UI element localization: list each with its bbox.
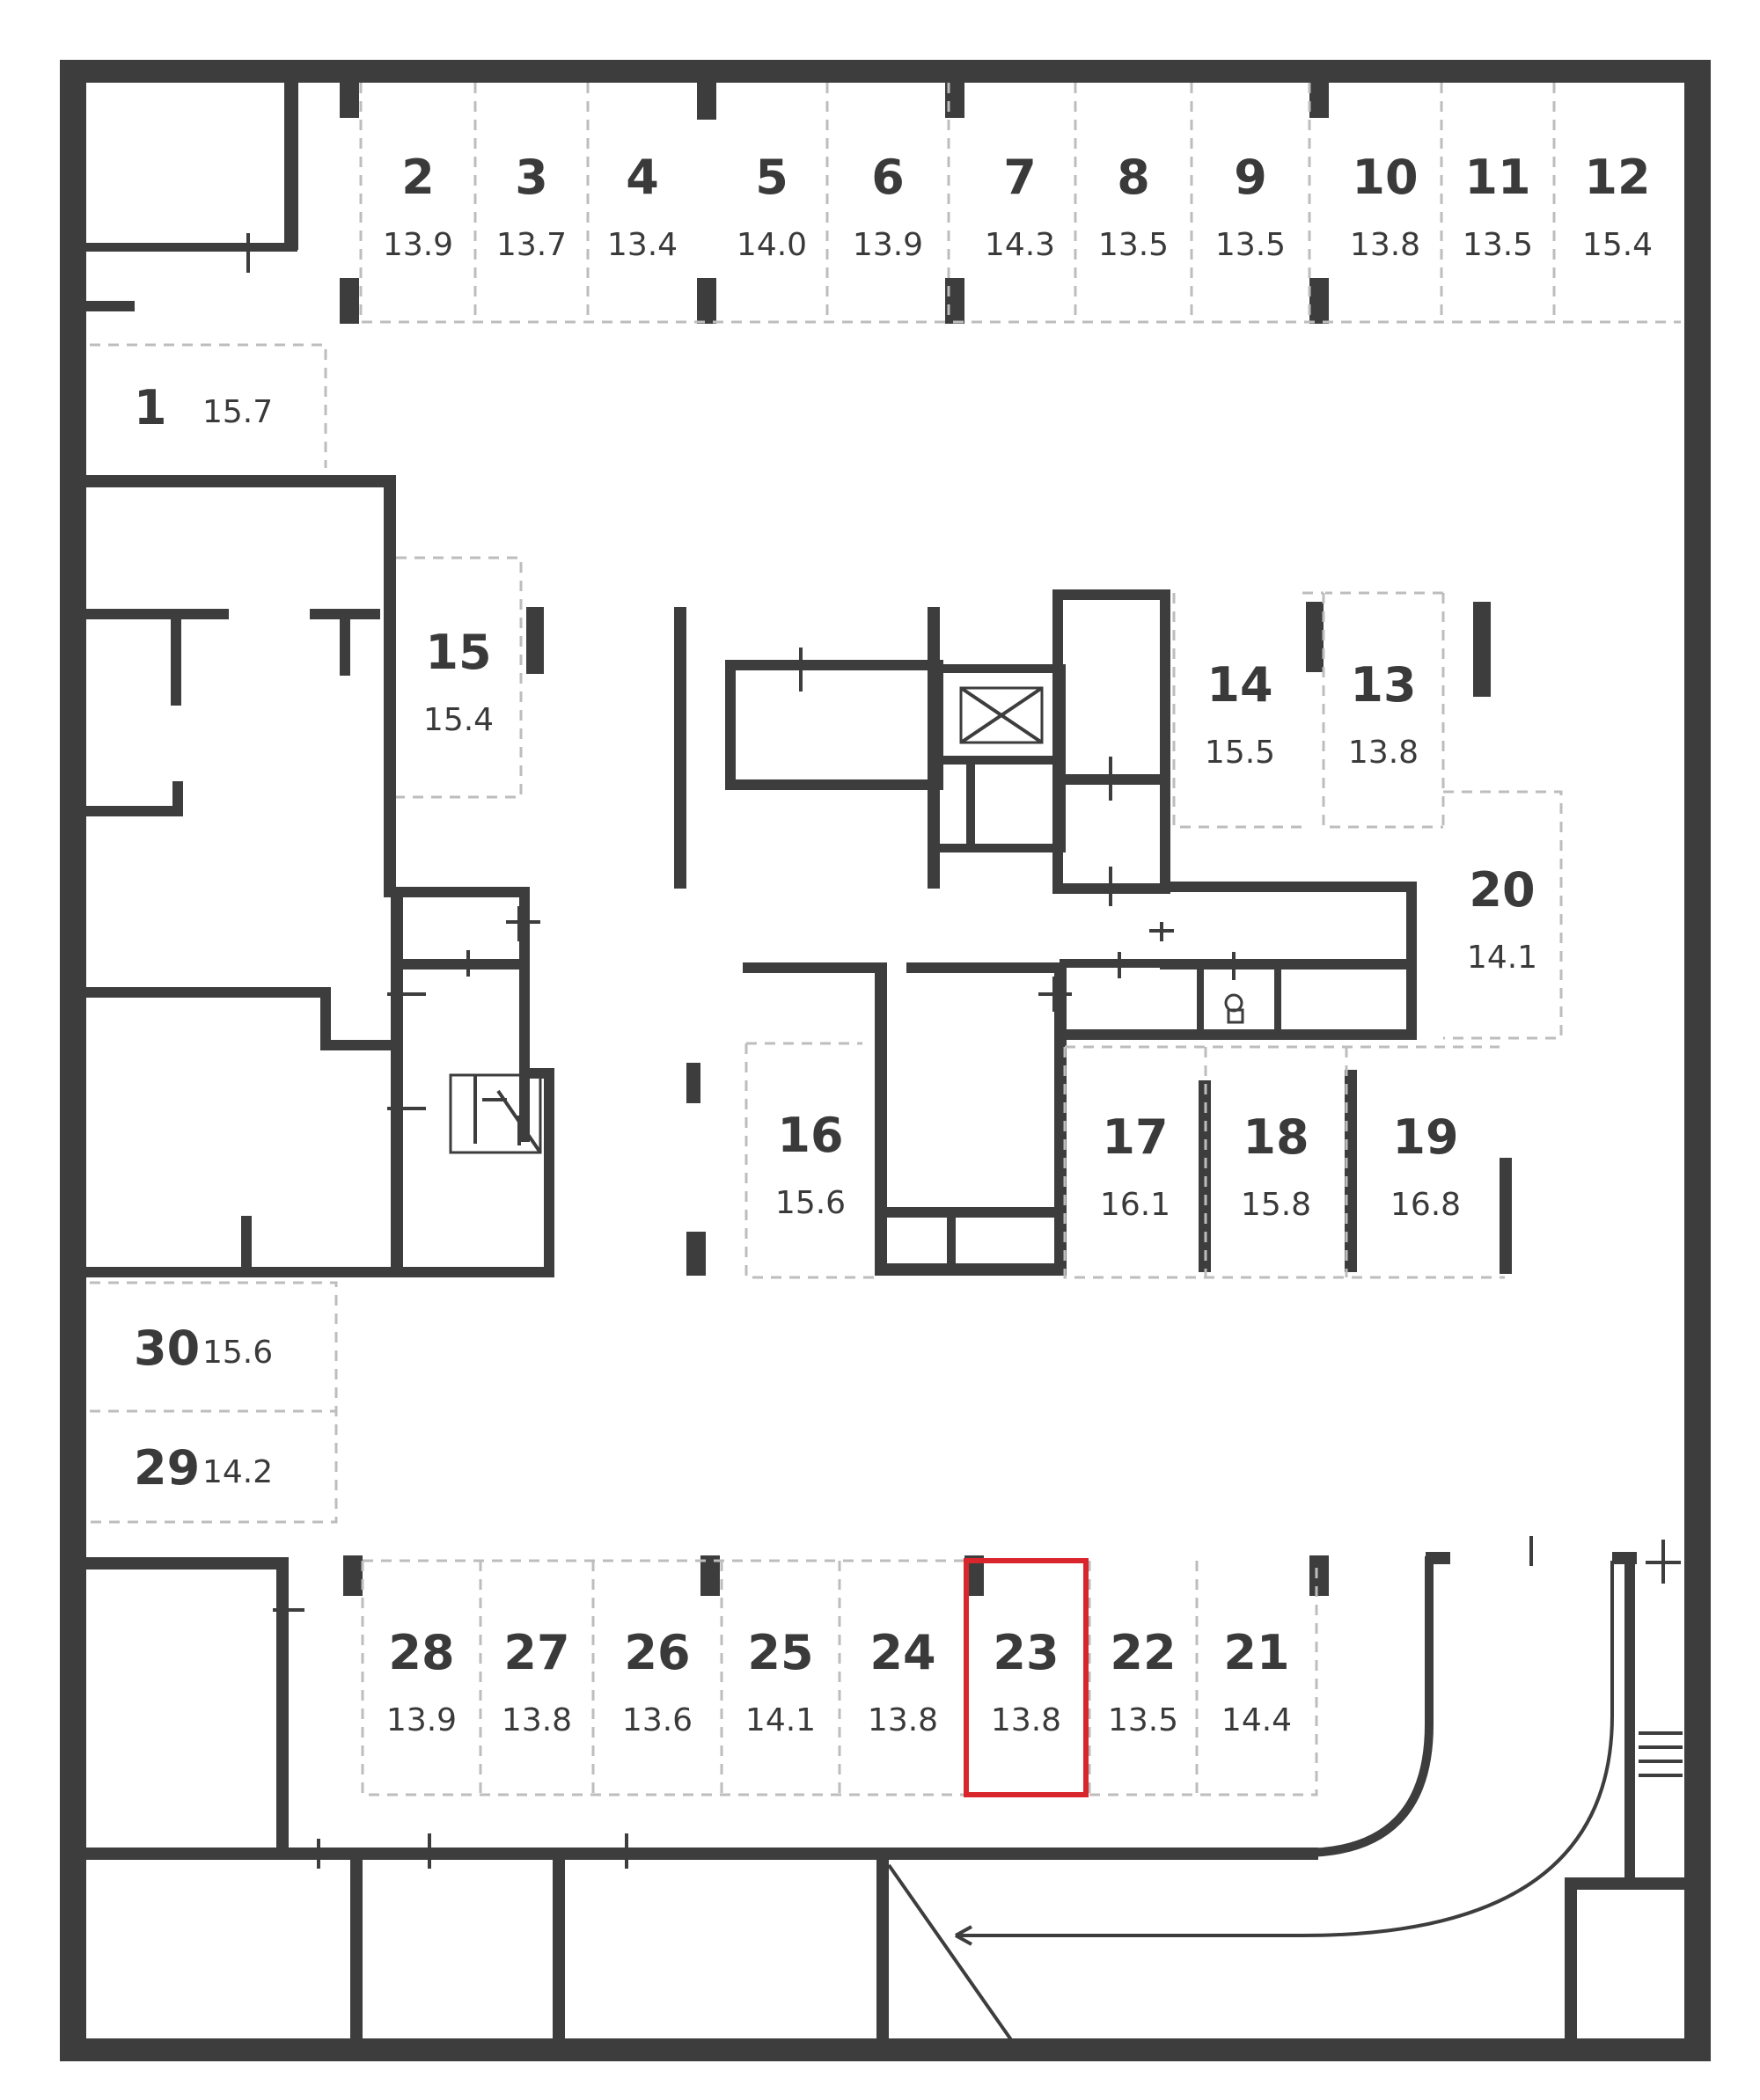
spot-area-value: 13.8: [868, 1702, 938, 1738]
spot-number: 3: [515, 150, 548, 205]
parking-spot-8[interactable]: 813.5: [1075, 83, 1192, 322]
spot-area-value: 13.5: [1463, 227, 1533, 263]
spot-area-value: 13.8: [1350, 227, 1420, 263]
spot-area-value: 13.6: [622, 1702, 693, 1738]
spot-dividers: [90, 83, 1681, 1796]
spot-number: 20: [1469, 862, 1535, 918]
spot-area-value: 15.5: [1205, 735, 1275, 771]
spot-number: 11: [1464, 150, 1530, 205]
spot-area-value: 14.3: [985, 227, 1055, 263]
parking-spot-7[interactable]: 714.3: [964, 83, 1075, 322]
spot-area-value: 14.1: [1467, 940, 1537, 976]
spot-number: 6: [871, 150, 905, 205]
spot-area-value: 13.4: [607, 227, 678, 263]
parking-spot-11[interactable]: 11 13.5: [1441, 83, 1554, 322]
spot-number: 28: [388, 1625, 454, 1680]
spot-area-value: 13.5: [1098, 227, 1169, 263]
spot-number: 30: [134, 1321, 200, 1376]
selected-spot-highlight: [964, 1558, 1089, 1797]
spot-number: 4: [626, 150, 659, 205]
spot-area-value: 13.8: [1348, 735, 1419, 771]
parking-spot-19[interactable]: 19 16.8: [1346, 1047, 1505, 1277]
spot-area-value: 14.2: [202, 1454, 273, 1490]
spot-area-value: 16.8: [1390, 1187, 1461, 1223]
spot-area-value: 15.8: [1241, 1187, 1311, 1223]
central-core: [674, 589, 1417, 1276]
parking-spot-20[interactable]: 20 14.1: [1443, 792, 1561, 1038]
parking-spot-16[interactable]: 16 15.6: [746, 1043, 875, 1277]
spot-area-value: 16.1: [1100, 1187, 1170, 1223]
spot-number: 14: [1206, 657, 1272, 713]
parking-spot-18[interactable]: 18 15.8: [1206, 1047, 1346, 1277]
spot-number: 10: [1352, 150, 1418, 205]
spot-number: 1: [134, 380, 167, 435]
spot-number: 17: [1102, 1109, 1168, 1165]
spot-area-value: 13.5: [1215, 227, 1286, 263]
spot-area-value: 13.7: [496, 227, 567, 263]
parking-spot-2[interactable]: 213.9: [361, 83, 475, 322]
left-rooms: [86, 475, 554, 1277]
spot-number: 16: [777, 1108, 843, 1163]
parking-spot-15[interactable]: 15 15.4: [396, 558, 521, 797]
parking-spot-9[interactable]: 913.5: [1192, 83, 1309, 322]
spot-area-value: 15.4: [423, 702, 494, 738]
bottom-rooms: [86, 1536, 1688, 2050]
spot-number: 12: [1584, 150, 1650, 205]
parking-spot-12[interactable]: 12 15.4: [1554, 83, 1681, 322]
parking-spot-24[interactable]: 24 13.8: [840, 1561, 966, 1795]
spot-area-value: 15.6: [775, 1185, 846, 1221]
parking-spot-21[interactable]: 21 14.4: [1197, 1561, 1316, 1795]
parking-spot-25[interactable]: 25 14.1: [722, 1561, 840, 1795]
spot-area-value: 13.9: [383, 227, 453, 263]
parking-spot-17[interactable]: 17 16.1: [1065, 1047, 1206, 1277]
spot-area-value: 14.0: [737, 227, 807, 263]
spot-number: 27: [503, 1625, 569, 1680]
spot-number: 19: [1392, 1109, 1458, 1165]
spot-number: 15: [425, 625, 491, 680]
parking-spot-6[interactable]: 613.9: [827, 83, 949, 322]
spot-number: 22: [1110, 1625, 1176, 1680]
parking-spot-23[interactable]: 23 13.8: [964, 1558, 1089, 1797]
parking-spot-22[interactable]: 22 13.5: [1089, 1561, 1197, 1795]
spot-number: 26: [624, 1625, 690, 1680]
spot-number: 7: [1003, 150, 1037, 205]
spot-area-value: 14.1: [745, 1702, 816, 1738]
spot-area-value: 15.7: [202, 394, 273, 430]
spot-area-value: 13.5: [1108, 1702, 1178, 1738]
parking-spot-4[interactable]: 413.4: [588, 83, 697, 322]
spot-number: 25: [747, 1625, 813, 1680]
parking-spot-10[interactable]: 10 13.8: [1329, 83, 1441, 322]
spot-number: 13: [1350, 657, 1416, 713]
spot-number: 23: [993, 1625, 1059, 1680]
spot-number: 18: [1243, 1109, 1309, 1165]
spot-number: 24: [869, 1625, 935, 1680]
spot-area-value: 15.6: [202, 1335, 273, 1371]
parking-spot-28[interactable]: 28 13.9: [363, 1561, 480, 1795]
spot-number: 2: [401, 150, 435, 205]
spot-area-value: 13.8: [991, 1702, 1061, 1738]
spot-area-value: 13.9: [386, 1702, 457, 1738]
parking-spot-26[interactable]: 26 13.6: [593, 1561, 722, 1795]
spot-area-value: 14.4: [1221, 1702, 1292, 1738]
spot-number: 29: [134, 1440, 200, 1496]
parking-spot-14[interactable]: 14 15.5: [1174, 593, 1306, 827]
spot-area-value: 13.8: [502, 1702, 572, 1738]
parking-spot-3[interactable]: 313.7: [475, 83, 588, 322]
spot-number: 8: [1117, 150, 1150, 205]
parking-spot-27[interactable]: 27 13.8: [480, 1561, 593, 1795]
spot-number: 9: [1234, 150, 1267, 205]
storage-room-top-left: [86, 83, 298, 311]
spot-number: 21: [1223, 1625, 1289, 1680]
parking-spot-13[interactable]: 13 13.8: [1324, 593, 1443, 827]
spot-area-value: 15.4: [1582, 227, 1653, 263]
parking-spot-5[interactable]: 514.0: [716, 83, 827, 322]
spot-area-value: 13.9: [853, 227, 923, 263]
spot-number: 5: [755, 150, 788, 205]
